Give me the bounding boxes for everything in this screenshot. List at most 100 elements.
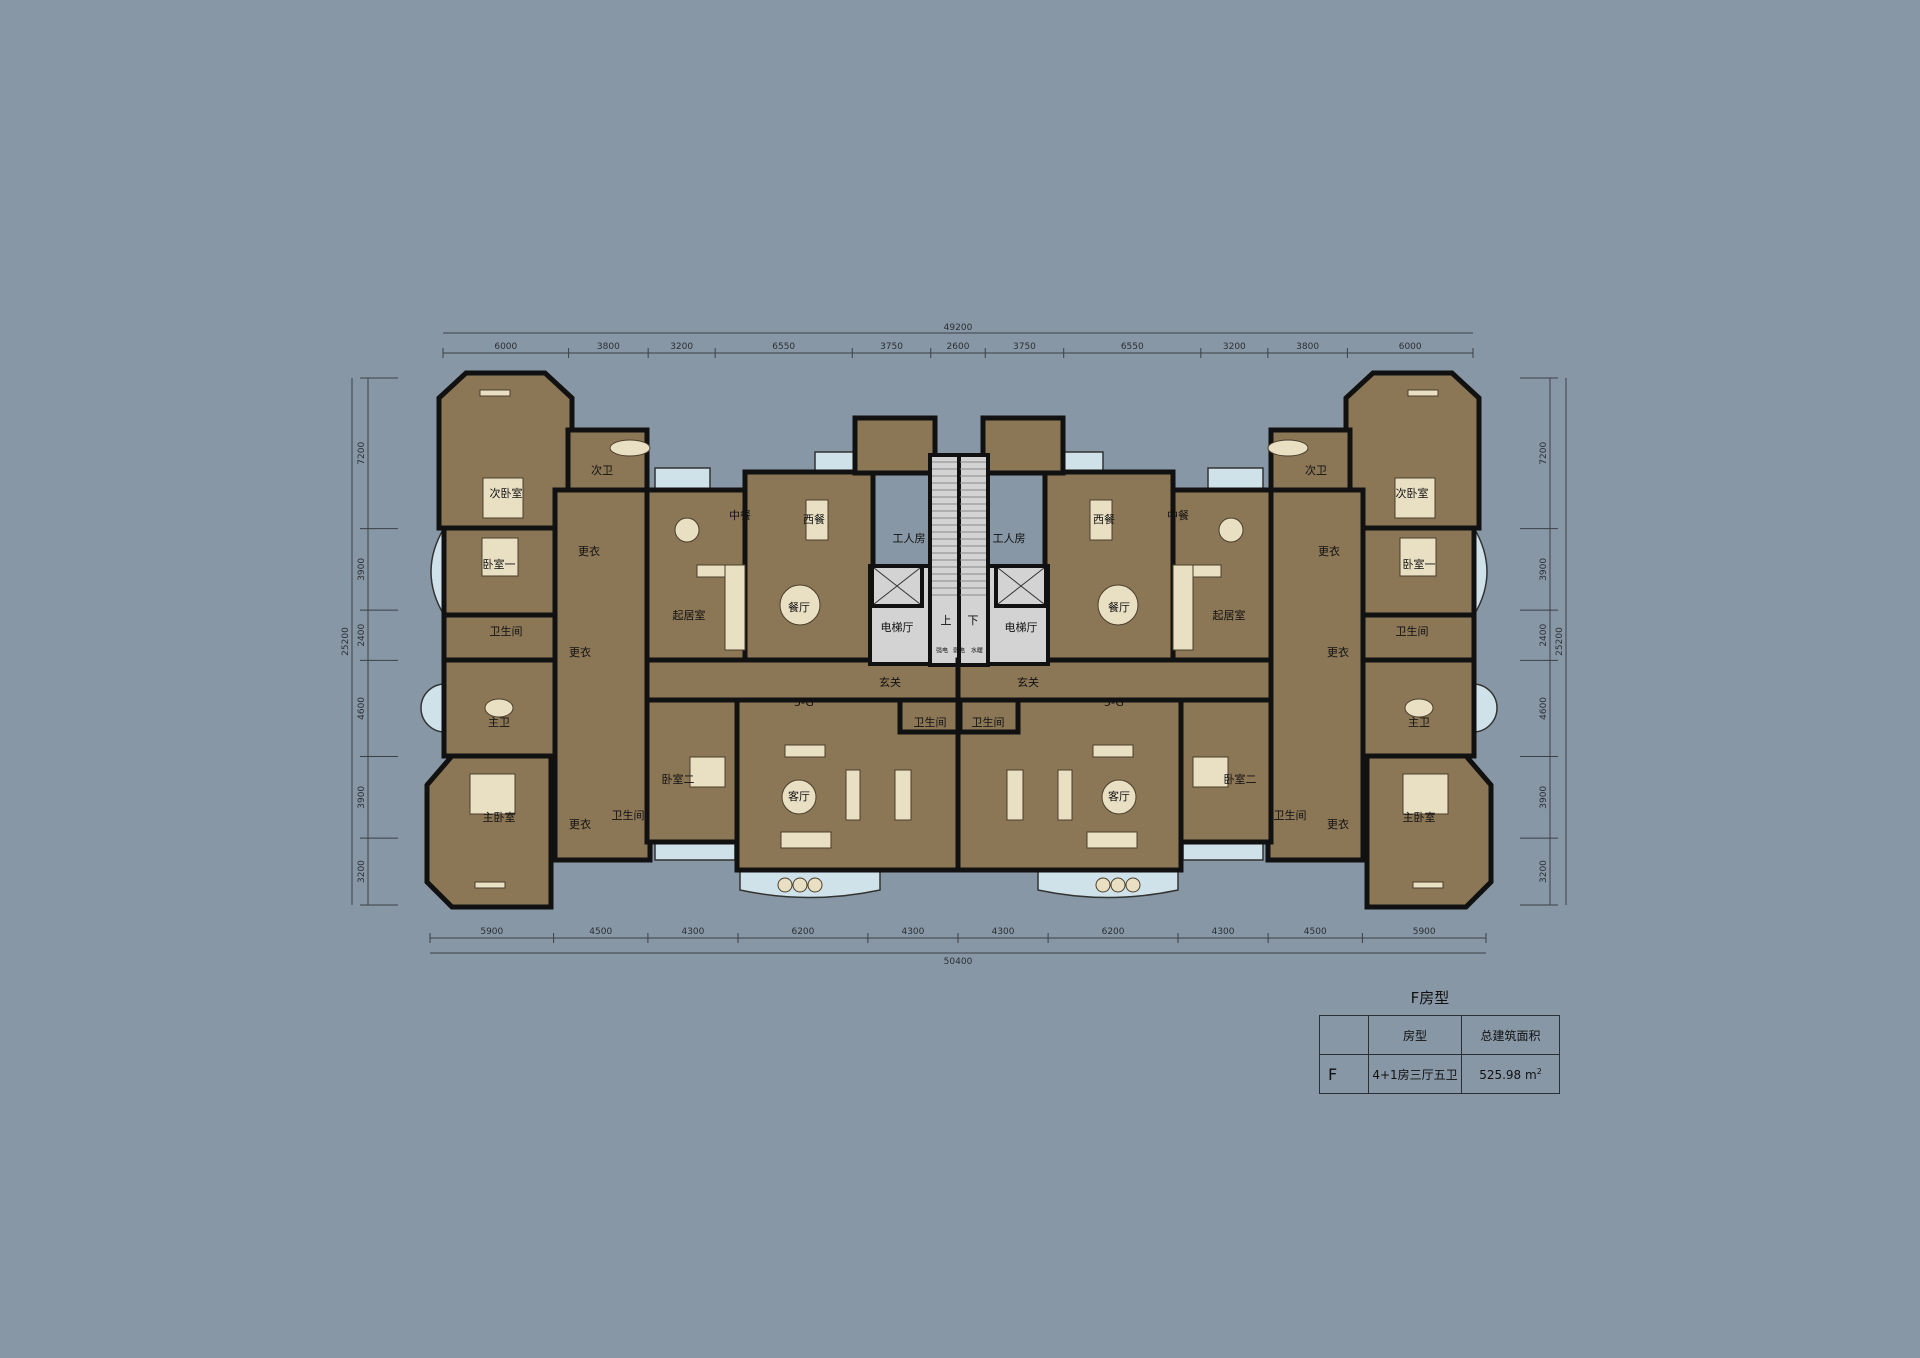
armchairs (1092, 744, 1134, 758)
room-label-secondary-bedroom: 次卧室 (490, 486, 523, 500)
secondary-bath (565, 427, 650, 495)
dimension-total: 49200 (944, 323, 973, 333)
room-label-unit-tag: 5-G (794, 696, 814, 709)
room-label-closet: 更衣 (569, 645, 591, 659)
dimension-label: 5900 (480, 927, 503, 937)
table-row: F 4+1房三厅五卫 525.98 m2 (1319, 1054, 1560, 1094)
dimension-label: 4300 (1212, 927, 1235, 937)
dimension-label: 7200 (1539, 442, 1549, 465)
armchairs (784, 744, 826, 758)
room-label-master-bedroom: 主卧室 (483, 810, 516, 824)
bed (1192, 756, 1229, 788)
bed (1402, 773, 1449, 815)
stair-treads (932, 461, 958, 596)
table (1218, 517, 1244, 543)
dimension-label: 4300 (992, 927, 1015, 937)
master-bedroom (424, 753, 554, 910)
bathtub (609, 439, 651, 457)
room-label-secondary-bath: 次卫 (591, 463, 613, 477)
area-superscript: 2 (1536, 1066, 1542, 1076)
dimension-label: 3900 (1539, 558, 1549, 581)
core-label-weak-power: 弱电 (953, 647, 965, 655)
bathroom (441, 612, 558, 663)
room-label-closet: 更衣 (569, 817, 591, 831)
dimension-total: 25200 (1555, 627, 1565, 656)
area-value: 525.98 m (1479, 1067, 1537, 1082)
counter (1172, 564, 1194, 651)
dimension-label: 3900 (1539, 786, 1549, 809)
room-label-bathroom: 卫生间 (1396, 624, 1429, 638)
dimension-label: 3200 (1223, 342, 1246, 352)
room-label-master-bath: 主卫 (488, 716, 510, 729)
dimension-label: 4600 (357, 697, 367, 720)
dimension-label: 4600 (1539, 697, 1549, 720)
tv (1412, 881, 1444, 889)
tv (1407, 389, 1439, 397)
chair (1095, 877, 1111, 893)
room-label-bathroom: 卫生间 (490, 624, 523, 638)
dimension-label: 5900 (1413, 927, 1436, 937)
room-label-living-room: 客厅 (1108, 789, 1130, 803)
tv (479, 389, 511, 397)
master-bedroom (1364, 753, 1494, 910)
coffee-table (1101, 779, 1137, 815)
tv-cabinet (894, 769, 912, 821)
island (805, 499, 829, 541)
room-label-bedroom-one: 卧室一 (1403, 557, 1436, 571)
room-label-secondary-bath: 次卫 (1305, 463, 1327, 477)
room-label-bedroom-one: 卧室一 (483, 557, 516, 571)
elevator-cross (997, 567, 1045, 605)
dimension-total: 50400 (944, 957, 973, 967)
room-label-foyer: 玄关 (879, 675, 901, 689)
bed (482, 477, 524, 519)
core-label-up: 上 (941, 614, 952, 627)
dimension-label: 6550 (1121, 342, 1144, 352)
table-header-row: 房型 总建筑面积 (1319, 1015, 1560, 1055)
dimension-label: 3200 (357, 860, 367, 883)
room-label-family-room: 起居室 (673, 608, 706, 622)
core-label-down: 下 (968, 614, 979, 627)
dimension-label: 2400 (357, 624, 367, 647)
room-label-master-bedroom: 主卧室 (1403, 810, 1436, 824)
room-label-dining-room: 餐厅 (1108, 600, 1130, 614)
kitchen-upper (852, 415, 938, 476)
corridor (1265, 487, 1366, 863)
bathtub (484, 698, 514, 718)
room-label-bathroom: 卫生间 (914, 715, 947, 729)
room-label-unit-tag: 5-G (1104, 696, 1124, 709)
room-label-foyer: 玄关 (1017, 675, 1039, 689)
room-label-family-room: 起居室 (1213, 608, 1246, 622)
guest-bath (957, 697, 1021, 735)
kitchen-upper (980, 415, 1066, 476)
dimension-label: 4500 (589, 927, 612, 937)
core-label-plumbing: 水暖 (971, 647, 983, 655)
bathtub (1404, 698, 1434, 718)
bed (469, 773, 516, 815)
bed (1399, 537, 1437, 577)
bed (689, 756, 726, 788)
round-table (779, 584, 821, 626)
room-labels: 次卧室次卧室次卫次卫卧室一卧室一更衣更衣卫生间卫生间更衣更衣主卫主卫主卧室主卧室… (483, 463, 1436, 831)
tv-cabinet (1006, 769, 1024, 821)
balcony (654, 467, 711, 491)
room-label-closet: 更衣 (1327, 817, 1349, 831)
dimension-label: 6000 (1399, 342, 1422, 352)
unit-type-title: F房型 (1410, 989, 1450, 1007)
dimension-label: 6550 (772, 342, 795, 352)
table-header: 房型 (1368, 1015, 1462, 1055)
room-label-bedroom-two: 卧室二 (1224, 772, 1257, 786)
table (674, 517, 700, 543)
chair (807, 877, 823, 893)
coffee-table (781, 779, 817, 815)
sofa (845, 769, 861, 821)
room-label-chinese-kitchen: 中餐 (1167, 508, 1189, 522)
dimension-label: 4300 (681, 927, 704, 937)
room-label-bathroom: 卫生间 (1274, 808, 1307, 822)
chair (1110, 877, 1126, 893)
unit-summary-table: 房型 总建筑面积 F 4+1房三厅五卫 525.98 m2 (1319, 1015, 1560, 1094)
stair-treads (960, 461, 986, 596)
room-label-dining-room: 餐厅 (788, 600, 810, 614)
dimension-label: 3200 (670, 342, 693, 352)
